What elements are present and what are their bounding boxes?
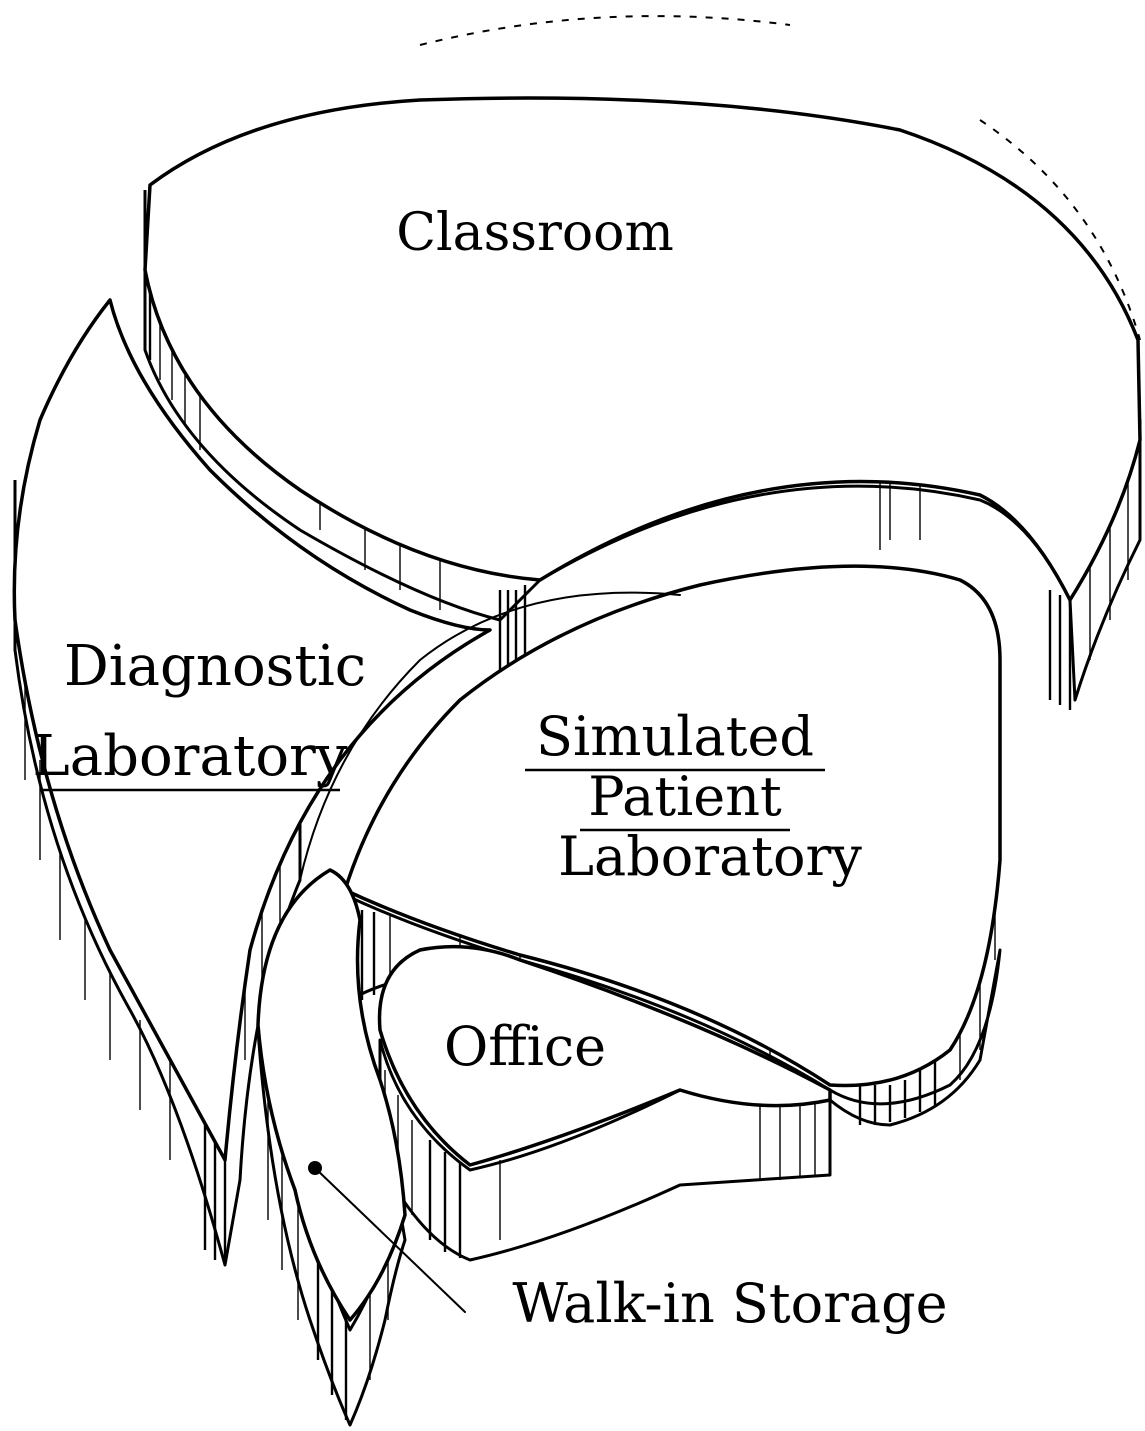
diagnostic-label-line-2: Laboratory xyxy=(33,724,348,789)
diagnostic-label-line-1: Diagnostic xyxy=(64,634,366,699)
classroom-label: Classroom xyxy=(396,203,674,263)
simulated-label-line-2: Patient xyxy=(588,765,782,828)
simulated-label-line-3: Laboratory xyxy=(558,825,862,888)
simulated-label-line-1: Simulated xyxy=(536,705,814,768)
top-dashed-arc xyxy=(420,16,790,45)
storage-label: Walk-in Storage xyxy=(512,1272,947,1335)
office-label: Office xyxy=(444,1015,606,1078)
